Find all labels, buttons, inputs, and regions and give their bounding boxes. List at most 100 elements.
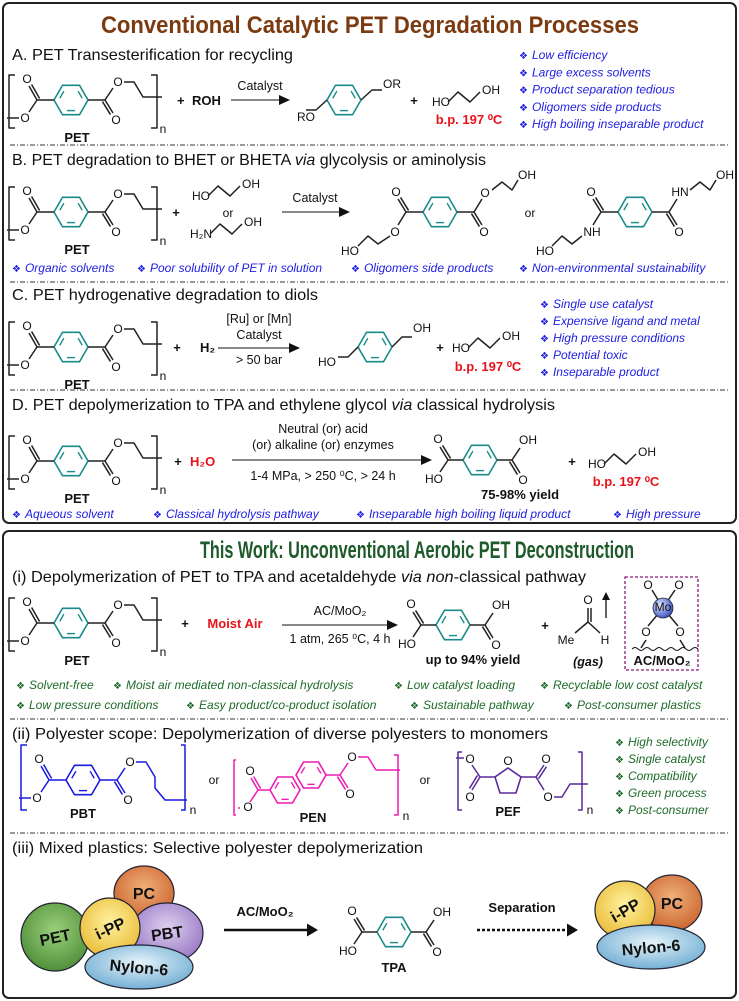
bond	[104, 610, 114, 624]
repeat-n: n	[160, 483, 167, 497]
diamond-bullet-icon: ❖	[540, 681, 549, 692]
plus-sign: +	[173, 340, 181, 355]
double-bond	[113, 781, 124, 795]
molybdenum-label: Mo	[655, 600, 672, 614]
hydroxyl-label: HO	[432, 95, 450, 109]
diamond-bullet-icon: ❖	[356, 510, 365, 521]
double-bond	[28, 85, 38, 101]
double-bond	[28, 608, 38, 624]
oxygen-label: O	[465, 790, 474, 804]
diamond-bullet-icon: ❖	[540, 368, 549, 379]
ring-double-bond	[623, 202, 629, 211]
oxygen-label: O	[674, 578, 683, 592]
glycol-chain	[447, 91, 481, 103]
bullet-item: ❖Inseparable product	[540, 365, 660, 379]
separation-label: Separation	[488, 900, 555, 915]
heading-part: (ii) Polyester scope: Depolymerization o…	[12, 726, 548, 743]
double-bond	[30, 607, 41, 622]
left-bracket	[8, 186, 15, 241]
double-bond	[101, 213, 112, 227]
section-heading: A. PET Transesterification for recycling	[12, 47, 293, 64]
bullet-text: Recyclable low cost catalyst	[553, 678, 703, 692]
carbon-support-wavy-line	[631, 647, 699, 651]
catalyst-label: (or) alkaline (or) enzymes	[252, 438, 394, 452]
double-bond	[30, 84, 41, 99]
bond	[104, 199, 114, 213]
hydroxyl-label: OH	[433, 905, 451, 919]
repeat-n: n	[160, 645, 167, 659]
double-bond	[481, 626, 492, 640]
reagent-roh: ROH	[192, 93, 221, 108]
bond	[640, 639, 647, 649]
section-heading: B. PET degradation to BHET or BHETA via …	[12, 152, 486, 169]
polymer-label-pef: PEF	[495, 804, 520, 819]
benzene-ring	[295, 761, 327, 789]
double-bond	[412, 611, 422, 626]
bullet-item: ❖Oligomers side products	[519, 100, 661, 114]
diamond-bullet-icon: ❖	[519, 51, 528, 62]
bond	[554, 783, 588, 798]
yield-label: 75-98% yield	[481, 487, 559, 502]
ring-double-bond	[486, 450, 492, 459]
heading-part: C. PET hydrogenative degradation to diol…	[12, 287, 318, 304]
diamond-bullet-icon: ❖	[519, 120, 528, 131]
diamond-bullet-icon: ❖	[615, 806, 624, 817]
bullet-text: Low efficiency	[532, 48, 608, 62]
double-bond	[101, 624, 112, 638]
oxygen-label: O	[34, 752, 43, 766]
bullet-text: Low catalyst loading	[407, 678, 515, 692]
bullet-item: ❖High pressure	[613, 507, 701, 521]
blob-pbt-label: PBT	[150, 924, 184, 945]
bond	[357, 235, 391, 247]
plus-sign: +	[568, 454, 576, 469]
catalyst-label: [Ru] or [Mn]	[226, 312, 291, 326]
arrow-head-icon	[387, 620, 398, 630]
hydrogen-label: H	[601, 633, 610, 647]
double-bond	[101, 348, 112, 362]
repeat-n: n	[160, 234, 167, 248]
section-heading: D. PET depolymerization to TPA and ethyl…	[12, 397, 555, 414]
bond	[397, 211, 407, 226]
plus-sign: +	[181, 616, 189, 631]
reagent-water: H₂O	[190, 454, 215, 469]
diamond-bullet-icon: ❖	[519, 264, 528, 275]
double-bond	[28, 197, 38, 213]
section-heading: (iii) Mixed plastics: Selective polyeste…	[12, 840, 423, 857]
bond	[358, 756, 400, 771]
polymer-label: PET	[64, 653, 89, 668]
diamond-bullet-icon: ❖	[540, 351, 549, 362]
catalyst-structure-label: AC/MoO₂	[633, 653, 690, 668]
blob-nylon6-remaining	[596, 924, 706, 970]
bond	[551, 235, 583, 247]
blob-nylon6-label: Nylon-6	[109, 957, 169, 979]
bond	[353, 931, 363, 945]
double-bond	[30, 331, 41, 346]
ring-double-bond	[77, 90, 83, 99]
heading-part: D. PET depolymerization to TPA and ethyl…	[12, 397, 391, 414]
hydroxyl-label: HO	[398, 637, 416, 651]
double-bond	[425, 931, 435, 946]
oxygen-label: O	[22, 184, 31, 198]
conventional-panel	[2, 2, 737, 524]
hydroxyl-label: HO	[339, 944, 357, 958]
ring-double-bond	[446, 202, 452, 211]
hydroxyl-label: OH	[242, 177, 260, 191]
oxygen-label: O	[390, 225, 399, 239]
catalyst-label: AC/MoO₂	[236, 904, 293, 919]
left-bracket	[8, 597, 15, 652]
oxygen-label: O	[245, 764, 254, 778]
bond	[689, 179, 717, 191]
bullet-item: ❖Aqueous solvent	[12, 507, 114, 521]
oxygen-label: O	[433, 432, 442, 446]
double-bond	[28, 446, 38, 462]
polymer-label-pen: PEN	[300, 810, 327, 825]
plus-sign: +	[541, 618, 549, 633]
ring-double-bond	[77, 451, 83, 460]
bullet-item: ❖High boiling inseparable product	[519, 117, 704, 131]
double-bond	[508, 461, 519, 475]
bullet-text: Low pressure conditions	[29, 698, 158, 712]
hydroxyl-label: HO	[452, 341, 470, 355]
plus-sign: +	[177, 93, 185, 108]
double-bond	[473, 211, 483, 226]
bond	[28, 622, 38, 636]
